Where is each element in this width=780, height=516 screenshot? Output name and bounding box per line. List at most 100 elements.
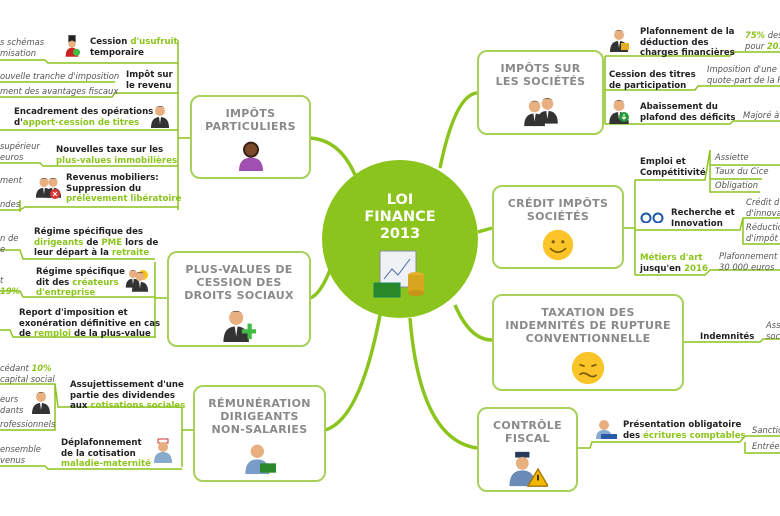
leaf-cedant-10[interactable]: cédant 10%capital social xyxy=(0,363,55,384)
branch-impots-societes[interactable]: IMPÔTS SUR LES SOCIÉTÉS xyxy=(477,50,604,135)
text: capital social xyxy=(0,373,55,384)
text: d'impôt xyxy=(746,232,778,243)
leaf-avantages-fiscaux[interactable]: ment des avantages fiscaux xyxy=(0,86,119,96)
leaf-entree[interactable]: Entrée xyxy=(752,441,780,451)
leaf-taux-cice[interactable]: Taux du Cice xyxy=(715,166,769,176)
text: Innovation xyxy=(671,218,723,229)
woman-icon xyxy=(238,141,263,171)
leaf-professionnels[interactable]: rofessionnels xyxy=(0,419,56,429)
branch-title: CRÉDIT IMPÔTS xyxy=(507,197,609,210)
text: t xyxy=(0,275,4,285)
branch-title: CONVENTIONNELLE xyxy=(525,332,651,345)
text: dirigeants xyxy=(34,237,84,248)
text: 19% xyxy=(0,285,21,296)
text: 30 000 euros xyxy=(719,261,775,272)
branch-taxation-indemnites[interactable]: TAXATION DES INDEMNITÉS DE RUPTURE CONVE… xyxy=(492,294,684,391)
leaf-dividendes[interactable]: ndes xyxy=(0,199,21,209)
leaf-tranche-imposition[interactable]: ouvelle tranche d'imposition xyxy=(0,71,120,81)
manager-icon xyxy=(31,390,51,414)
text: plus-values immobilières xyxy=(56,155,178,166)
text: misation xyxy=(0,47,37,58)
branch-title: LES SOCIÉTÉS xyxy=(495,75,586,88)
text: remploi xyxy=(33,329,71,339)
leaf-assiette[interactable]: Assiette xyxy=(715,152,749,162)
text: d'innova xyxy=(746,207,780,218)
text: Nouvelles taxe sur les xyxy=(56,145,164,155)
branch-title: DIRIGEANTS xyxy=(220,410,299,423)
leaf-obligation[interactable]: Obligation xyxy=(715,180,759,190)
text: soc xyxy=(766,330,780,341)
finance-chart-money-icon xyxy=(373,250,424,298)
text: maladie-maternité xyxy=(61,459,151,469)
text: 10% xyxy=(31,363,52,373)
text: déduction des xyxy=(640,37,709,48)
text: d' xyxy=(14,117,23,128)
text: charges financières xyxy=(640,48,735,58)
branch-credit-impots-societes[interactable]: CRÉDIT IMPÔTS SOCIÉTÉS xyxy=(492,185,624,269)
user-add-icon xyxy=(223,310,256,342)
guard-person-icon xyxy=(65,35,81,57)
leaf-ment[interactable]: ment xyxy=(0,175,22,185)
text: temporaire xyxy=(90,47,144,58)
text: prélèvement libératoire xyxy=(66,194,182,204)
branch-title: DROITS SOCIAUX xyxy=(184,289,294,302)
text: créateurs xyxy=(72,277,119,288)
text: exonération définitive en cas xyxy=(19,318,161,329)
text: plafond des déficits xyxy=(640,112,736,123)
user-money-icon xyxy=(244,444,276,474)
text: Métiers d'art xyxy=(640,253,703,263)
branch-impots-particuliers[interactable]: IMPÔTS PARTICULIERS xyxy=(190,95,311,179)
text: Imposition d'une xyxy=(707,64,777,74)
text: de participation xyxy=(609,80,687,91)
branch-title: PLUS-VALUES DE xyxy=(185,263,293,276)
text: s schémas xyxy=(0,37,45,47)
text: Déplafonnement xyxy=(61,438,142,448)
text: d'entreprise xyxy=(36,288,96,298)
node-indemnites[interactable]: Indemnités xyxy=(700,332,755,342)
branch-controle-fiscal[interactable]: CONTRÔLE FISCAL xyxy=(477,407,578,492)
text: Crédit d xyxy=(746,197,780,207)
text: euros xyxy=(0,151,24,162)
glasses-icon xyxy=(640,212,664,223)
central-node-loi-finance-2013[interactable]: LOI FINANCE 2013 xyxy=(322,160,478,318)
branch-title: IMPÔTS SUR xyxy=(500,62,581,75)
leaf-majore[interactable]: Majoré à xyxy=(743,110,780,120)
branch-plus-values-cession[interactable]: PLUS-VALUES DE CESSION DES DROITS SOCIAU… xyxy=(167,251,311,347)
branch-title: IMPÔTS xyxy=(225,107,276,120)
leaf-sanction[interactable]: Sanctio xyxy=(752,425,780,435)
branch-title: TAXATION DES xyxy=(541,306,635,319)
smiley-sad-icon xyxy=(571,351,605,385)
text: Cession des titres xyxy=(609,70,696,80)
branch-remuneration-dirigeants[interactable]: RÉMUNÉRATION DIRIGEANTS NON-SALARIES xyxy=(193,385,326,482)
leaf-75-percent[interactable]: 75% despour 201 xyxy=(745,30,780,51)
